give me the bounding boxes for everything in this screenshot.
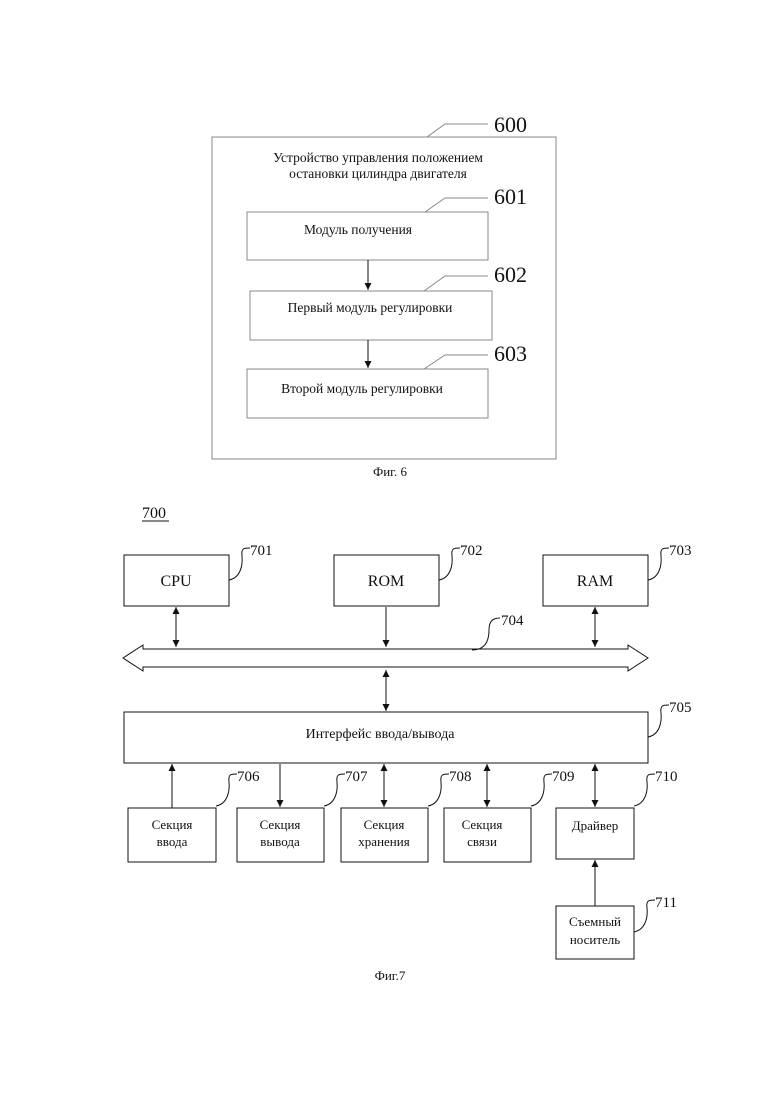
ref-label-700: 700: [142, 505, 166, 522]
module-label-601: Модуль получения: [304, 222, 412, 237]
ref-label-600: 600: [494, 112, 527, 137]
ref-label-702: 702: [460, 543, 483, 559]
device-title-line2: остановки цилиндра двигателя: [289, 166, 467, 181]
ref-leader-707: [324, 774, 345, 806]
cpu-label: CPU: [160, 573, 192, 590]
device-title-line1: Устройство управления положением: [273, 150, 483, 165]
ref-label-711: 711: [655, 895, 677, 911]
removable-media-label-line2: носитель: [570, 932, 620, 947]
ref-label-601: 601: [494, 184, 527, 209]
output-section-label-line2: вывода: [260, 834, 300, 849]
input-section-label-line2: ввода: [157, 834, 188, 849]
ref-label-602: 602: [494, 262, 527, 287]
ref-label-709: 709: [552, 769, 575, 785]
input-section-label-line1: Секция: [152, 817, 193, 832]
ref-label-703: 703: [669, 543, 692, 559]
ref-label-704: 704: [501, 613, 524, 629]
storage-section-label-line2: хранения: [358, 834, 409, 849]
rom-label: ROM: [368, 573, 404, 590]
figure-6: 600 Устройство управления положением ост…: [212, 112, 556, 479]
figure-7: 700 CPU 701 ROM 702 RAM 703 704 Интерфей…: [123, 505, 692, 983]
driver-label: Драйвер: [572, 818, 618, 833]
figure-6-caption: Фиг. 6: [373, 464, 408, 479]
system-bus: [123, 645, 648, 671]
ref-leader-705: [648, 705, 669, 737]
ref-label-707: 707: [345, 769, 368, 785]
ref-label-708: 708: [449, 769, 472, 785]
module-label-603: Второй модуль регулировки: [281, 381, 443, 396]
ref-label-603: 603: [494, 341, 527, 366]
ref-label-705: 705: [669, 700, 692, 716]
ref-leader-602: [424, 276, 488, 291]
figure-7-caption: Фиг.7: [375, 968, 406, 983]
ref-label-706: 706: [237, 769, 260, 785]
output-section-label-line1: Секция: [260, 817, 301, 832]
ref-leader-600: [427, 124, 488, 137]
ref-leader-701: [229, 548, 250, 580]
ref-leader-710: [634, 774, 655, 806]
communication-section-label-line1: Секция: [462, 817, 503, 832]
ref-leader-702: [439, 548, 460, 580]
ref-leader-711: [634, 900, 655, 932]
io-interface-label: Интерфейс ввода/вывода: [306, 727, 456, 742]
ref-leader-703: [648, 548, 669, 580]
ref-leader-704: [472, 618, 500, 650]
ref-leader-601: [425, 198, 488, 212]
module-label-602: Первый модуль регулировки: [288, 300, 453, 315]
ref-leader-603: [424, 355, 488, 369]
ram-label: RAM: [577, 573, 613, 590]
ref-label-701: 701: [250, 543, 273, 559]
ref-leader-706: [216, 774, 237, 806]
storage-section-label-line1: Секция: [364, 817, 405, 832]
driver-box: [556, 808, 634, 859]
ref-leader-708: [428, 774, 449, 806]
removable-media-label-line1: Съемный: [569, 914, 621, 929]
ref-leader-709: [531, 774, 552, 806]
communication-section-label-line2: связи: [467, 834, 497, 849]
module-box-602: [250, 291, 492, 340]
ref-label-710: 710: [655, 769, 678, 785]
